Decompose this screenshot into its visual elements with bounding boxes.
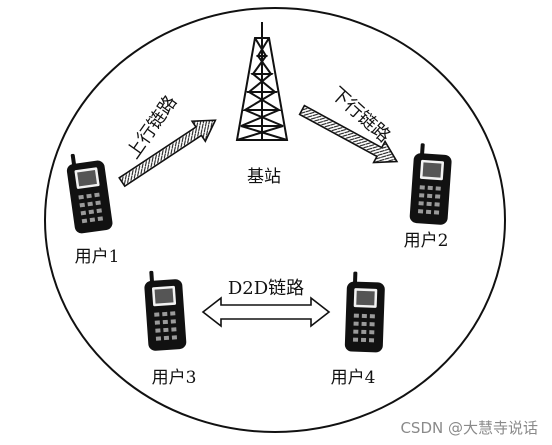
user1-label: 用户1: [75, 247, 120, 267]
user1-phone-icon: [66, 153, 113, 234]
user2-label: 用户2: [404, 231, 449, 251]
user4-phone-icon: [344, 271, 385, 353]
user3-phone-icon: [144, 270, 187, 351]
base-station-tower-icon: [235, 22, 289, 141]
user3-label: 用户3: [152, 368, 197, 388]
cell-coverage-circle: [44, 7, 506, 433]
uplink-arrow: [118, 119, 217, 188]
downlink-arrow: [298, 104, 399, 164]
d2d-label: D2D链路: [228, 278, 304, 299]
base-station-label: 基站: [247, 167, 281, 187]
csdn-watermark: CSDN @大慧寺说话: [400, 419, 538, 437]
d2d-arrow: [201, 296, 331, 328]
user4-label: 用户4: [331, 368, 376, 388]
user2-phone-icon: [409, 143, 452, 225]
